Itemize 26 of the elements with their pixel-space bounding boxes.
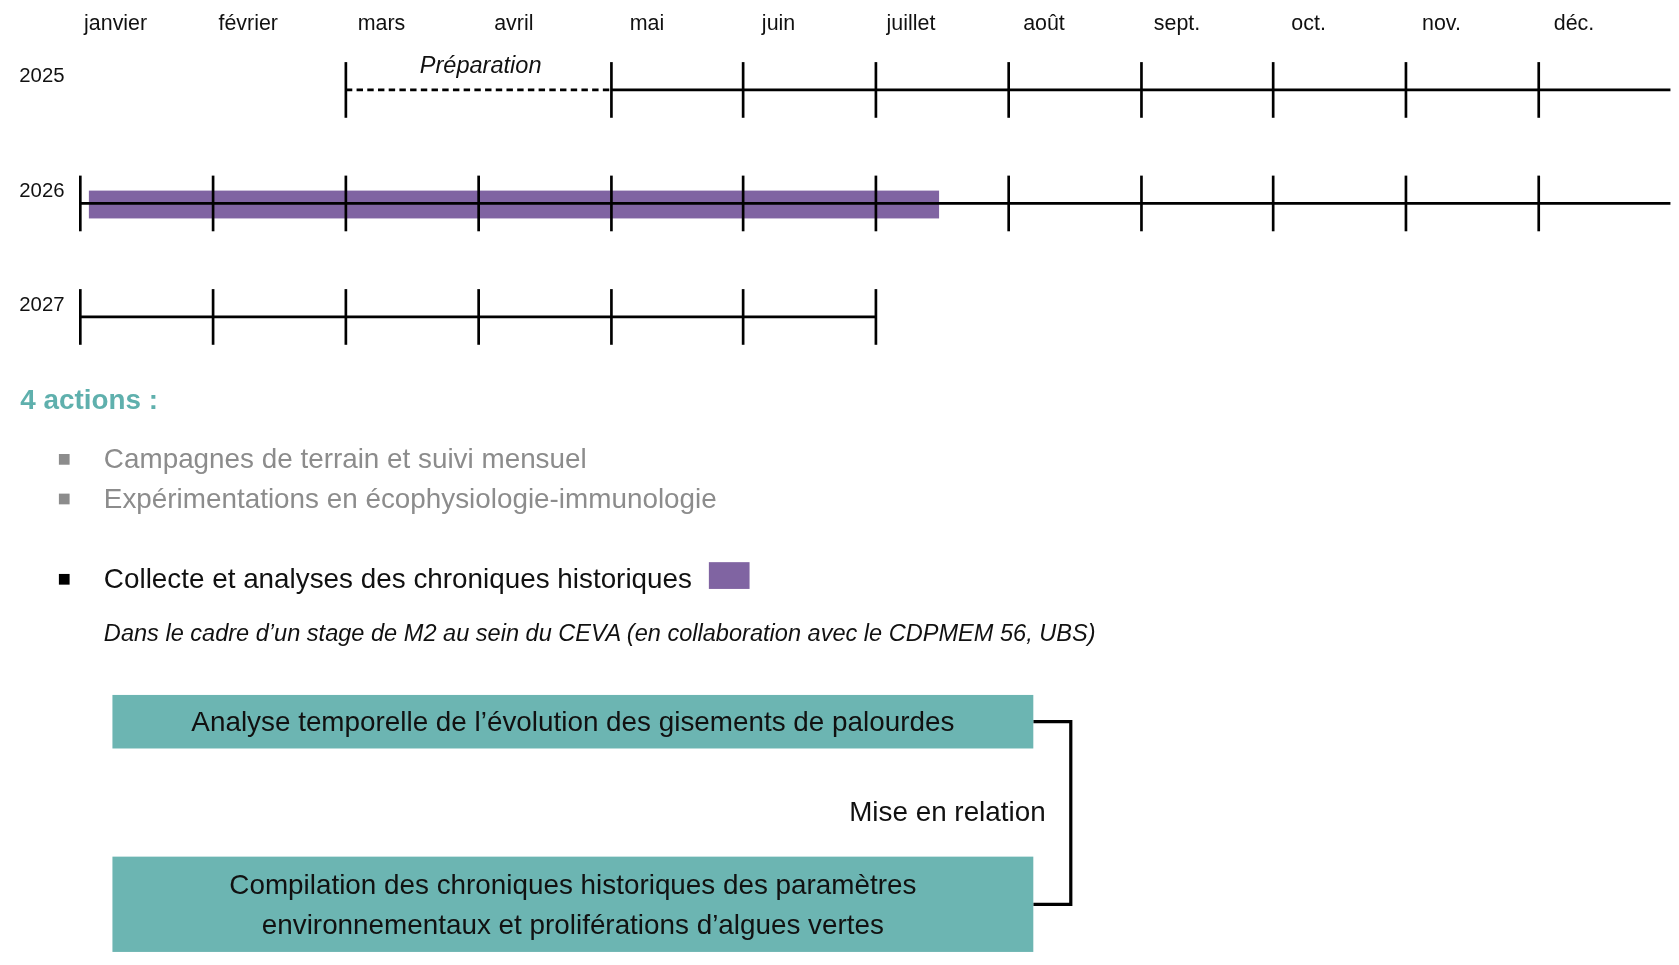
month-label: avril xyxy=(494,10,534,35)
month-label: nov. xyxy=(1422,10,1461,35)
legend-label: Collecte et analyses des chroniques historiques xyxy=(103,563,692,596)
month-label: déc. xyxy=(1553,10,1595,35)
bracket-connector xyxy=(1033,720,1073,906)
month-label: sept. xyxy=(1153,10,1201,35)
month-label: mai xyxy=(629,10,665,35)
month-label: juillet xyxy=(886,10,936,35)
year-label: 2025 xyxy=(19,64,65,88)
year-label: 2027 xyxy=(19,292,65,316)
month-label: août xyxy=(1023,10,1065,35)
process-box xyxy=(112,856,1034,952)
month-label: mars xyxy=(357,10,406,35)
process-box xyxy=(112,694,1034,749)
box-text: Analyse temporelle de l’évolution des gisements de palourdes xyxy=(191,704,955,740)
list-item: Campagnes de terrain et suivi mensuel xyxy=(103,443,587,476)
box-text: Compilation des chroniques historiques des paramètres environnementaux et proliférations d’algues vertes xyxy=(228,867,918,942)
month-label: oct. xyxy=(1291,10,1326,35)
phase-label: Préparation xyxy=(419,50,542,78)
list-item: Expérimentations en écophysiologie-immunologie xyxy=(103,482,717,515)
note-text: Dans le cadre d’un stage de M2 au sein du CEVA (en collaboration avec le CDPMEM 56, UBS) xyxy=(103,619,1096,647)
month-label: janvier xyxy=(84,10,148,35)
month-label: juin xyxy=(761,10,796,35)
year-label: 2026 xyxy=(19,178,65,203)
month-label: février xyxy=(218,10,278,35)
section-heading: 4 actions : xyxy=(20,384,159,417)
